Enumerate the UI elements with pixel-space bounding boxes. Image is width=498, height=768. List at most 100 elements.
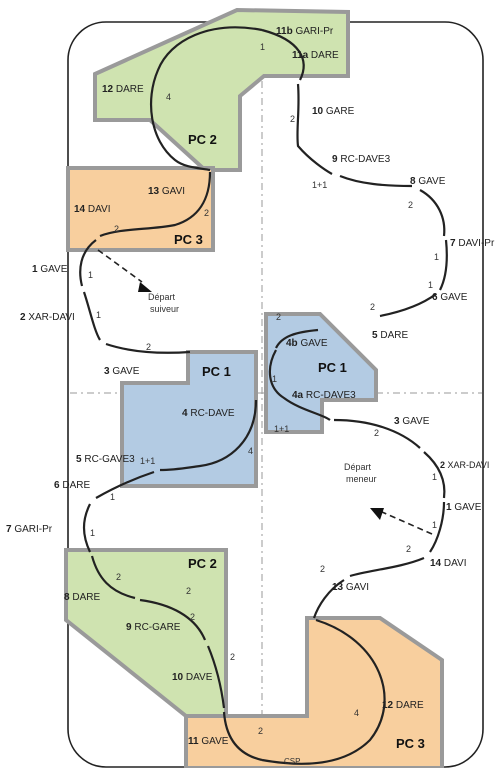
track-6-5 xyxy=(379,293,437,318)
track-3-top xyxy=(105,342,191,354)
label-11a: 11a DARE xyxy=(292,50,339,61)
label-7-top: 7 DAVI-Pr xyxy=(450,238,495,249)
label-9-bottom: 9 RC-GARE xyxy=(126,622,181,633)
count-2-o: 2 xyxy=(258,726,263,736)
label-5-bottom: 5 RC-GAVE3 xyxy=(76,454,135,465)
track-3-bottom xyxy=(333,418,421,449)
track-8 xyxy=(419,189,446,237)
label-13-top: 13 GAVI xyxy=(148,186,185,197)
start-line-suiveur xyxy=(97,249,143,283)
count-2-h: 2 xyxy=(374,428,379,438)
count-1-d: 1 xyxy=(428,280,433,290)
count-markers: 1 4 2 1+1 2 2 2 1 1 1 2 1 2 2 1 1+1 2 4 … xyxy=(88,42,439,736)
start-arrow-suiveur xyxy=(138,282,152,292)
count-1-g: 1 xyxy=(432,472,437,482)
count-2-e: 2 xyxy=(370,302,375,312)
zone-pc3-bottom xyxy=(184,616,444,768)
count-11-c: 1+1 xyxy=(140,456,155,466)
track-12-bottom xyxy=(261,618,386,765)
count-2-n: 2 xyxy=(230,652,235,662)
track-11-bottom xyxy=(222,711,263,762)
track-7-bottom xyxy=(82,503,91,553)
label-4-left: 4 RC-DAVE xyxy=(182,408,235,419)
pc3-top-label: PC 3 xyxy=(174,232,203,247)
label-10-bottom: 10 DAVE xyxy=(172,672,213,683)
label-11b: 11b GARI-Pr xyxy=(276,26,334,37)
track-1-top xyxy=(79,239,97,287)
label-6-bottom: 6 DARE xyxy=(54,480,90,491)
label-1-bottom: 1 GAVE xyxy=(446,502,482,513)
count-11-a: 1+1 xyxy=(312,180,327,190)
depart-suiveur-line2: suiveur xyxy=(150,304,179,314)
count-2-a: 2 xyxy=(290,114,295,124)
track-5-6-bottom xyxy=(95,470,155,499)
pc1-right-label: PC 1 xyxy=(318,360,347,375)
track-13-bottom xyxy=(312,579,345,619)
pc1-left-label: PC 1 xyxy=(202,364,231,379)
label-13-bottom: 13 GAVI xyxy=(332,582,369,593)
label-9-top: 9 RC-DAVE3 xyxy=(332,154,391,165)
label-14-bottom: 14 DAVI xyxy=(430,558,467,569)
track-10-bottom xyxy=(206,645,226,709)
figure-labels: 11b GARI-Pr 11a DARE 12 DARE 10 GARE 9 R… xyxy=(6,26,495,747)
count-4-c: 4 xyxy=(354,708,359,718)
csp-label: CSP xyxy=(284,757,300,766)
label-8-bottom: 8 DARE xyxy=(64,592,100,603)
zone-pc1-left xyxy=(120,350,258,488)
track-14-bottom xyxy=(349,556,425,578)
track-5-4b xyxy=(275,328,319,349)
count-1-i: 1 xyxy=(432,520,437,530)
count-2-i: 2 xyxy=(406,544,411,554)
count-4-b: 4 xyxy=(248,446,253,456)
pc2-bottom-label: PC 2 xyxy=(188,556,217,571)
count-2-c: 2 xyxy=(408,200,413,210)
label-2-top: 2 XAR-DAVI xyxy=(20,312,75,323)
track-2-bottom xyxy=(423,451,446,499)
count-2-d: 2 xyxy=(114,224,119,234)
label-4a: 4a RC-DAVE3 xyxy=(292,390,356,401)
zone-pc3-top xyxy=(66,166,215,252)
track-4b-4a xyxy=(268,349,331,421)
count-11-b: 1+1 xyxy=(274,424,289,434)
count-1-a: 1 xyxy=(260,42,265,52)
track-12-top xyxy=(149,26,263,172)
label-2-bottom: 2 XAR-DAVI xyxy=(440,460,489,470)
track-7 xyxy=(439,239,448,291)
depart-meneur-line1: Départ xyxy=(344,462,372,472)
count-1-j: 1 xyxy=(90,528,95,538)
track-lines xyxy=(79,26,448,765)
track-8-bottom xyxy=(90,555,136,600)
track-2-top xyxy=(82,291,101,341)
count-1-b: 1 xyxy=(434,252,439,262)
count-1-e: 1 xyxy=(96,310,101,320)
label-12-top: 12 DARE xyxy=(102,84,144,95)
count-4-a: 4 xyxy=(166,92,171,102)
count-2-b: 2 xyxy=(204,208,209,218)
label-3-bottom: 3 GAVE xyxy=(394,416,430,427)
count-1-c: 1 xyxy=(88,270,93,280)
count-2-f: 2 xyxy=(276,312,281,322)
label-6-top: 6 GAVE xyxy=(432,292,468,303)
track-10 xyxy=(296,83,333,175)
count-2-g: 2 xyxy=(146,342,151,352)
pc2-top-label: PC 2 xyxy=(188,132,217,147)
label-4b: 4b GAVE xyxy=(286,338,328,349)
label-1-top: 1 GAVE xyxy=(32,264,68,275)
zone-pc1-right xyxy=(264,312,378,434)
label-3-top: 3 GAVE xyxy=(104,366,140,377)
start-line-meneur xyxy=(381,511,433,535)
track-13-14-top xyxy=(99,171,212,238)
track-1-bottom xyxy=(429,501,446,553)
count-1-h: 1 xyxy=(110,492,115,502)
track-9 xyxy=(339,174,413,188)
label-8-top: 8 GAVE xyxy=(410,176,446,187)
pc3-bottom-label: PC 3 xyxy=(396,736,425,751)
count-1-f: 1 xyxy=(272,374,277,384)
zone-pc2-top xyxy=(93,7,350,172)
start-arrow-meneur xyxy=(370,508,384,520)
depart-suiveur-line1: Départ xyxy=(148,292,176,302)
track-4-left xyxy=(159,399,258,472)
label-12-bottom: 12 DARE xyxy=(382,700,424,711)
count-2-j: 2 xyxy=(320,564,325,574)
